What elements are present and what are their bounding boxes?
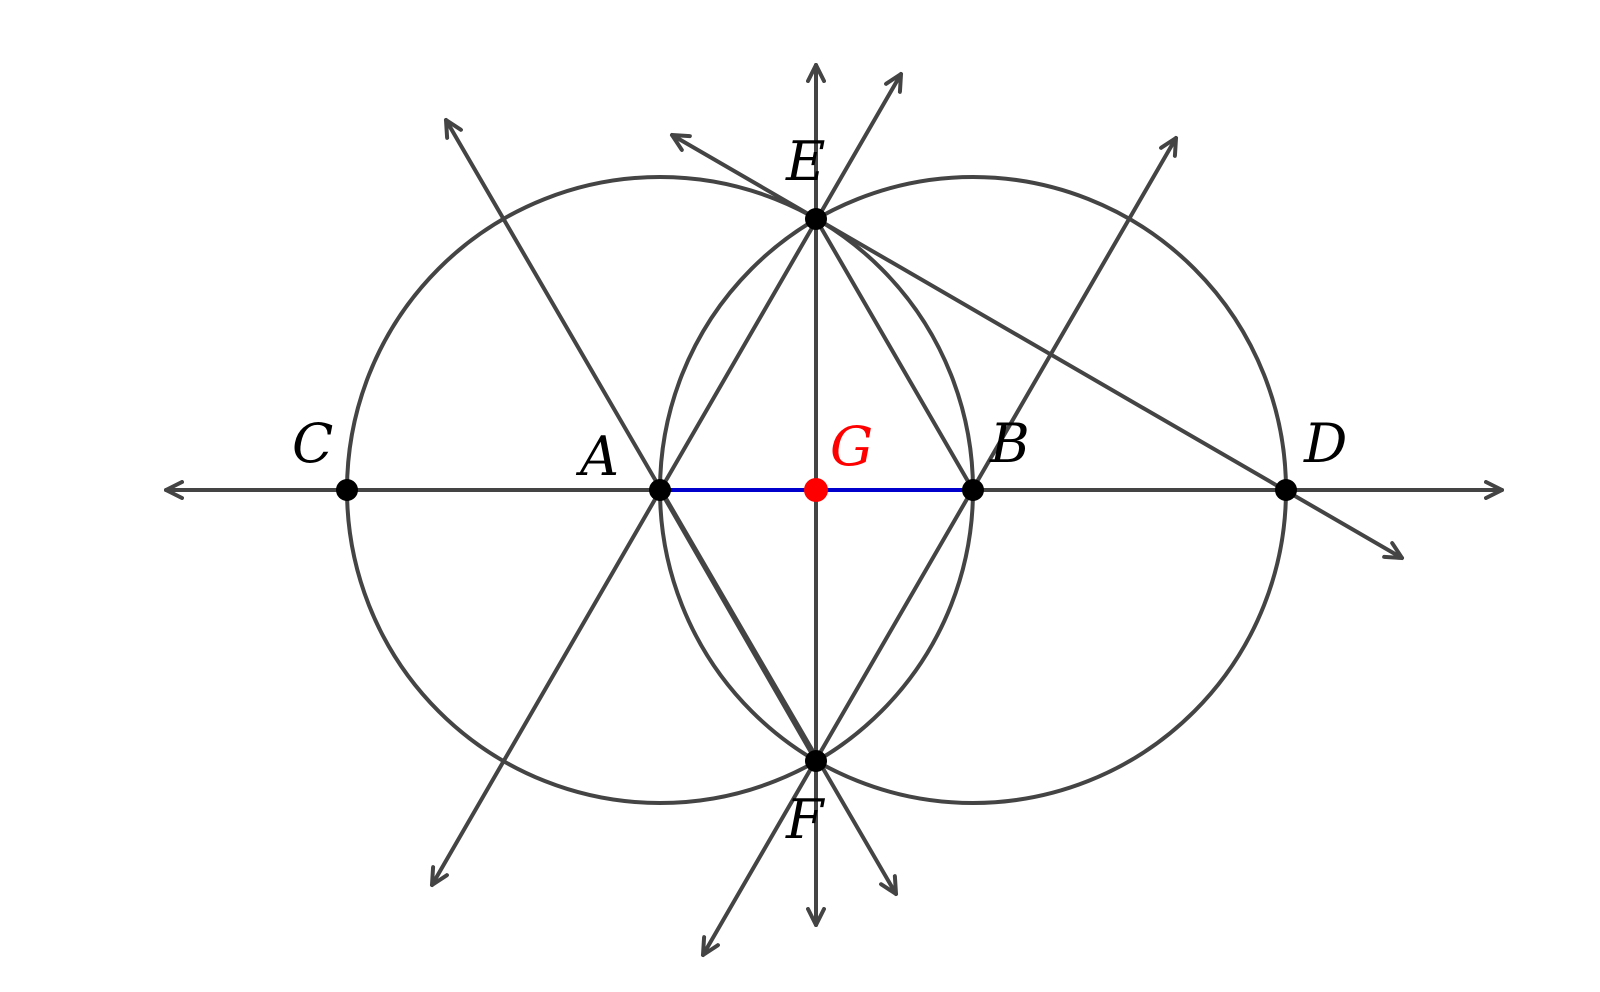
line-ae — [430, 72, 903, 887]
point-f — [805, 750, 827, 772]
label-d: D — [1303, 412, 1347, 475]
line-bf — [701, 136, 1178, 957]
label-b: B — [989, 412, 1030, 475]
point-c — [336, 479, 358, 501]
label-f: F — [785, 788, 826, 851]
label-e: E — [785, 130, 825, 193]
segment-be — [814, 217, 975, 492]
point-a — [649, 479, 671, 501]
points-layer — [336, 208, 1297, 772]
label-a: A — [575, 425, 619, 488]
segment-af — [658, 488, 818, 763]
point-g — [804, 478, 828, 502]
label-g: G — [830, 415, 873, 478]
point-d — [1275, 479, 1297, 501]
label-c: C — [292, 412, 333, 475]
point-e — [805, 208, 827, 230]
point-b — [962, 479, 984, 501]
